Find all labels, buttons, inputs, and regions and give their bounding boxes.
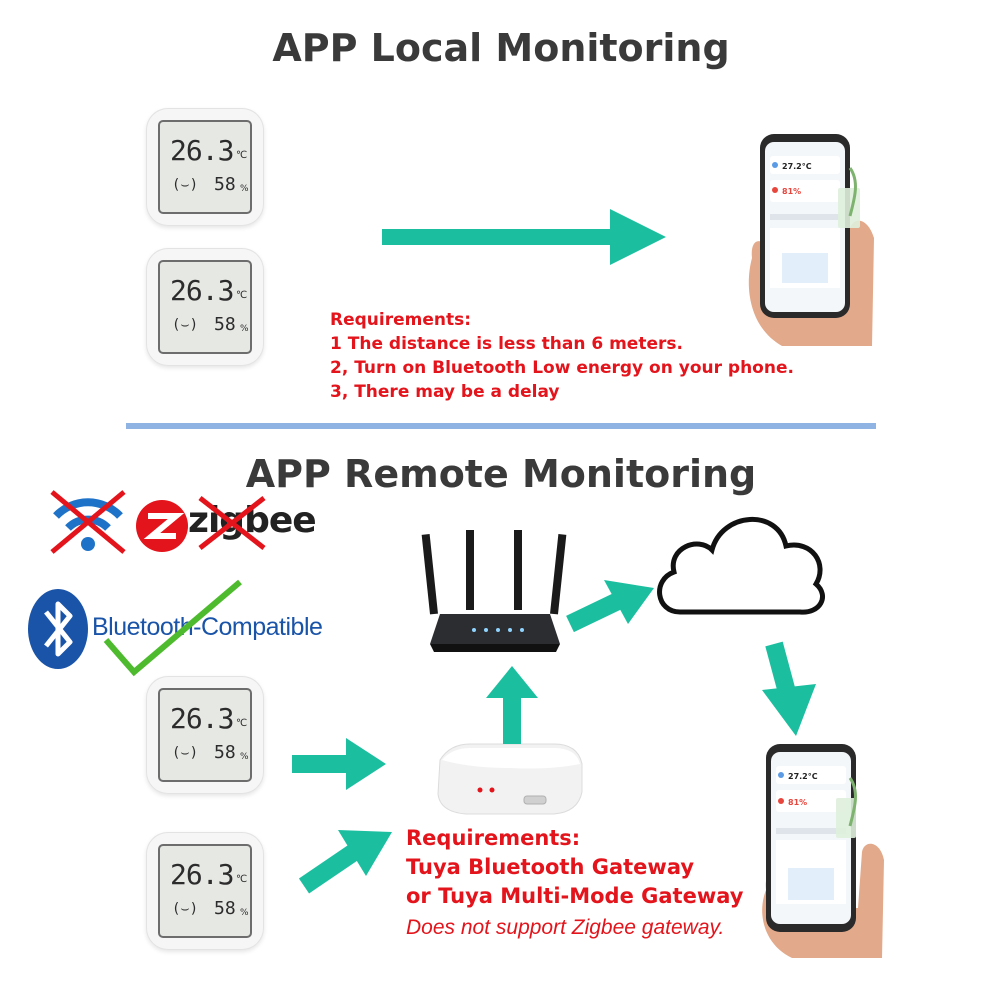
requirement-line: 1 The distance is less than 6 meters. <box>330 334 683 354</box>
sensor-lcd: 26.3 ℃ (⌣) 58 % <box>158 844 252 938</box>
sensor-device: 26.3 ℃ (⌣) 58 % <box>146 676 264 794</box>
phone-humidity: 81% <box>782 187 801 196</box>
sensor-temp-unit: ℃ <box>236 874 248 885</box>
sensor-temperature: 26.3 <box>170 134 234 167</box>
sensor-humidity-unit: % <box>240 752 249 762</box>
phone-temperature: 27.2°C <box>788 772 818 781</box>
sensor-face-icon: (⌣) <box>172 745 199 761</box>
arrow-icon <box>762 641 816 736</box>
sensor-humidity: 58 <box>214 898 236 919</box>
remote-title: APP Remote Monitoring <box>245 452 757 496</box>
sensor-lcd: 26.3 ℃ (⌣) 58 % <box>158 688 252 782</box>
phone-temperature: 27.2°C <box>782 162 812 171</box>
requirements-heading: Requirements: <box>330 310 472 330</box>
sensor-device: 26.3 ℃ (⌣) 58 % <box>146 832 264 950</box>
arrow-icon <box>382 209 666 265</box>
gateway-icon <box>437 743 583 815</box>
bluetooth-text: Bluetooth-Compatible <box>92 613 323 641</box>
cloud-icon <box>657 517 825 615</box>
sensor-humidity-unit: % <box>240 184 249 194</box>
sensor-device: 26.3 ℃ (⌣) 58 % <box>146 108 264 226</box>
zigbee-logo-icon <box>136 500 188 552</box>
sensor-face-icon: (⌣) <box>172 901 199 917</box>
arrow-icon <box>298 830 392 894</box>
sensor-humidity: 58 <box>214 314 236 335</box>
bluetooth-icon <box>28 589 88 669</box>
remote-requirements: Requirements: Tuya Bluetooth Gateway or … <box>406 824 743 942</box>
sensor-temp-unit: ℃ <box>236 290 248 301</box>
requirement-line: Tuya Bluetooth Gateway <box>406 855 695 879</box>
sensor-temp-unit: ℃ <box>236 150 248 161</box>
sensor-humidity: 58 <box>214 174 236 195</box>
phone-humidity: 81% <box>788 798 807 807</box>
sensor-face-icon: (⌣) <box>172 317 199 333</box>
arrow-icon <box>566 580 654 632</box>
sensor-humidity-unit: % <box>240 324 249 334</box>
check-icon <box>103 579 242 677</box>
phone-icon: 27.2°C 81% <box>748 134 874 346</box>
router-icon <box>421 530 567 652</box>
requirement-line: or Tuya Multi-Mode Gateway <box>406 884 744 908</box>
sensor-humidity: 58 <box>214 742 236 763</box>
requirement-line: 2, Turn on Bluetooth Low energy on your … <box>330 358 794 378</box>
requirement-line: 3, There may be a delay <box>330 382 560 402</box>
arrow-icon <box>292 738 386 790</box>
section-divider <box>126 423 876 429</box>
arrow-icon <box>486 666 538 744</box>
sensor-temperature: 26.3 <box>170 858 234 891</box>
sensor-lcd: 26.3 ℃ (⌣) 58 % <box>158 120 252 214</box>
sensor-temperature: 26.3 <box>170 702 234 735</box>
cross-icon <box>198 496 266 550</box>
phone-icon: 27.2°C 81% <box>762 744 884 958</box>
sensor-device: 26.3 ℃ (⌣) 58 % <box>146 248 264 366</box>
wifi-icon <box>50 490 126 554</box>
sensor-humidity-unit: % <box>240 908 249 918</box>
requirement-note: Does not support Zigbee gateway. <box>406 916 725 939</box>
requirements-heading: Requirements: <box>406 826 581 850</box>
sensor-face-icon: (⌣) <box>172 177 199 193</box>
sensor-lcd: 26.3 ℃ (⌣) 58 % <box>158 260 252 354</box>
local-title: APP Local Monitoring <box>272 26 730 70</box>
sensor-temperature: 26.3 <box>170 274 234 307</box>
local-requirements: Requirements: 1 The distance is less tha… <box>330 308 794 404</box>
sensor-temp-unit: ℃ <box>236 718 248 729</box>
